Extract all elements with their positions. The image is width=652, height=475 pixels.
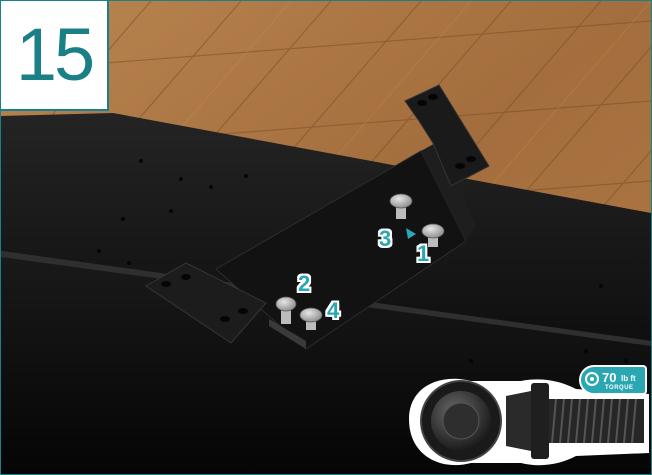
torque-badge: 70 lb ft TORQUE (579, 365, 647, 395)
step-number: 15 (16, 18, 92, 92)
callout-3: 3 (379, 226, 391, 252)
torque-value: 70 (602, 370, 616, 385)
step-number-box: 15 (1, 1, 109, 111)
torque-unit: lb ft (621, 374, 636, 383)
bolt-end-view (421, 381, 501, 461)
callout-1: 1 (417, 241, 429, 267)
callout-2: 2 (298, 271, 310, 297)
torque-wrench-icon (585, 372, 599, 386)
callout-4: 4 (327, 298, 339, 324)
torque-label: TORQUE (605, 385, 634, 391)
